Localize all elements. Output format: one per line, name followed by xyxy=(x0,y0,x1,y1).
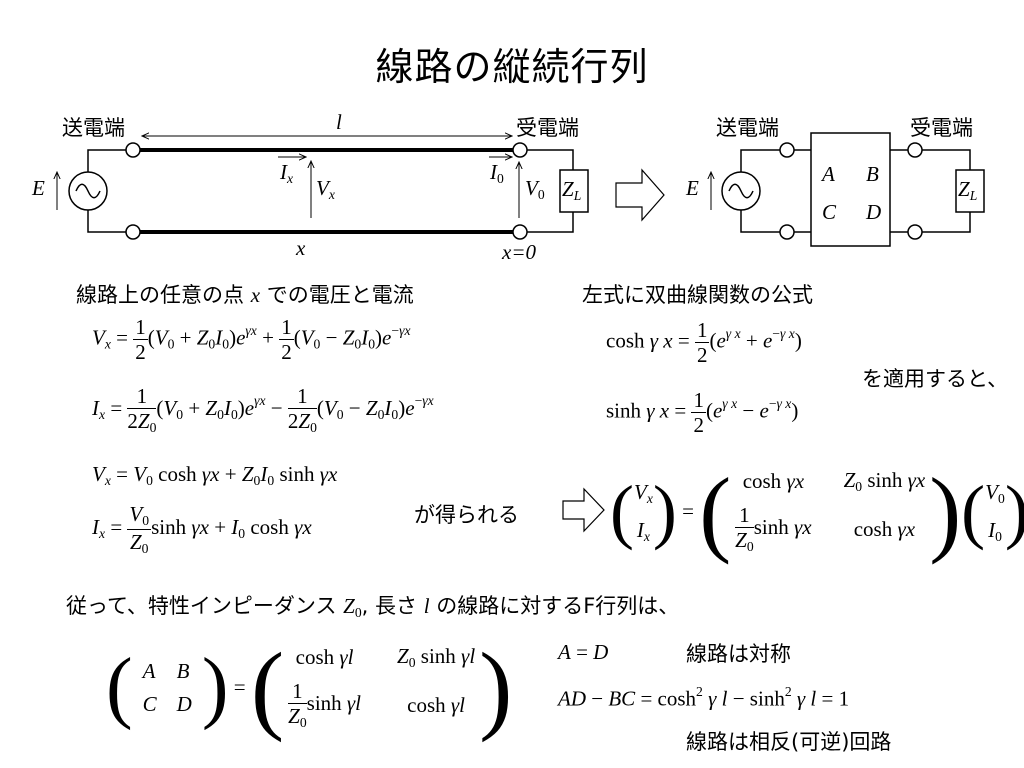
position-x0-label: x=0 xyxy=(502,240,536,264)
therefore-line: 従って、特性インピーダンス Z0, 長さ l の線路に対するF行列は、 xyxy=(66,594,680,621)
recv-end-label-2: 受電端 xyxy=(910,116,973,140)
page-title: 線路の縦続行列 xyxy=(375,45,649,89)
apply-text: を適用すると、 xyxy=(862,367,1009,391)
hollow-arrow-icon xyxy=(615,168,665,222)
voltage-source-label-2: E xyxy=(686,176,699,200)
ac-source-icon-2 xyxy=(721,171,761,211)
length-label: l xyxy=(336,110,342,134)
hollow-arrow-icon-2 xyxy=(562,487,605,533)
param-c: C xyxy=(822,200,837,224)
send-end-label-2: 送電端 xyxy=(716,116,779,140)
param-a: A xyxy=(822,162,835,186)
load-zl-label: ZL xyxy=(562,177,582,204)
transmission-line-circuit xyxy=(57,136,589,240)
recv-end-label: 受電端 xyxy=(516,116,579,140)
obtained-text: が得られる xyxy=(414,503,519,527)
right-heading: 左式に双曲線関数の公式 xyxy=(582,283,813,307)
voltage-v0-label: V0 xyxy=(525,176,545,203)
param-d: D xyxy=(866,200,882,224)
left-heading: 線路上の任意の点 x での電圧と電流 xyxy=(76,283,414,307)
load-zl-label-2: ZL xyxy=(958,177,978,204)
voltage-vx-label: Vx xyxy=(316,176,335,203)
equation-a-equals-d: A = D xyxy=(558,640,609,664)
two-port-circuit xyxy=(711,132,985,247)
equation-vx-hyperbolic: Vx = V0 cosh γx + Z0I0 sinh γx xyxy=(92,462,338,489)
position-x-label: x xyxy=(296,236,306,260)
equation-reciprocity: AD − BC = cosh2 γ l − sinh2 γ l = 1 xyxy=(558,684,850,711)
send-end-label: 送電端 xyxy=(62,116,125,140)
reciprocal-text: 線路は相反(可逆)回路 xyxy=(686,730,892,754)
ac-source-icon xyxy=(68,171,108,211)
voltage-source-label: E xyxy=(32,176,45,200)
current-i0-label: I0 xyxy=(490,160,504,187)
param-b: B xyxy=(866,162,879,186)
symmetric-text: 線路は対称 xyxy=(686,642,791,666)
current-ix-label: Ix xyxy=(280,160,294,187)
